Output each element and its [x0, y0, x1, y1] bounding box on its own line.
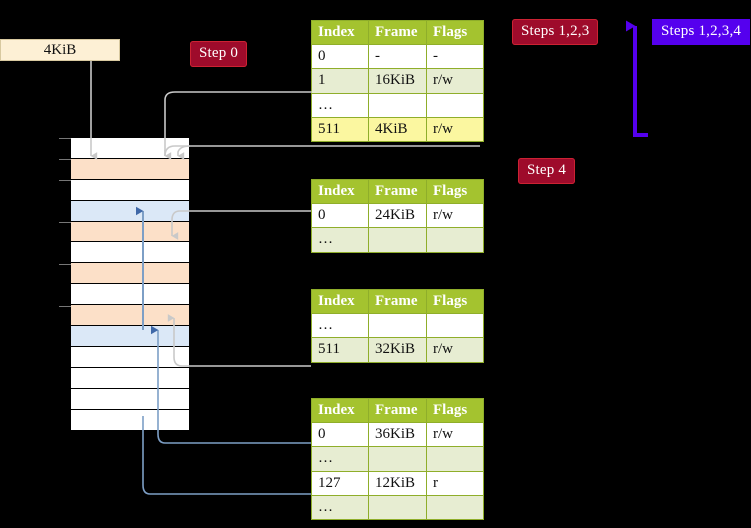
- cell-index: 0: [311, 44, 369, 70]
- cell-index: …: [311, 92, 369, 118]
- column-header-flags: Flags: [426, 178, 484, 205]
- memory-frame: [71, 346, 189, 368]
- cell-frame: 12KiB: [368, 470, 427, 496]
- cell-flags: -: [426, 44, 484, 70]
- memory-frame: [71, 326, 189, 347]
- cell-index: 127: [311, 470, 369, 496]
- memory-frame: [71, 242, 189, 264]
- column-header-index: Index: [311, 178, 369, 205]
- wire-t3-511-to-memory: [167, 314, 311, 367]
- cell-flags: [426, 92, 484, 118]
- table-header-row: Index Frame Flags: [311, 178, 484, 205]
- page-table-level-1: Index Frame Flags 0 - - 1 16KiB r/w … 51…: [311, 19, 484, 142]
- cell-frame: [368, 92, 427, 118]
- table-row[interactable]: …: [311, 494, 484, 520]
- table-header-row: Index Frame Flags: [311, 397, 484, 424]
- physical-memory-column: [70, 137, 190, 431]
- cell-flags: r/w: [426, 68, 484, 94]
- memory-tick: [59, 306, 71, 307]
- table-row[interactable]: …: [311, 227, 484, 253]
- cell-frame: [368, 227, 427, 253]
- cell-index: 0: [311, 203, 369, 229]
- cell-frame: 24KiB: [368, 203, 427, 229]
- memory-frame: [71, 388, 189, 410]
- cell-frame: 36KiB: [368, 422, 427, 448]
- memory-frame: [71, 305, 189, 327]
- memory-frame: [71, 221, 189, 243]
- table-row[interactable]: …: [311, 313, 484, 339]
- cell-flags: r/w: [426, 337, 484, 363]
- memory-frame: [71, 367, 189, 389]
- table-row[interactable]: 0 24KiB r/w: [311, 203, 484, 229]
- cell-frame: [368, 494, 427, 520]
- column-header-index: Index: [311, 19, 369, 46]
- table-row[interactable]: 1 16KiB r/w: [311, 68, 484, 94]
- memory-frame: [71, 179, 189, 201]
- cell-frame: 4KiB: [368, 116, 427, 142]
- cell-index: …: [311, 446, 369, 472]
- table-row[interactable]: …: [311, 92, 484, 118]
- cell-frame: 32KiB: [368, 337, 427, 363]
- cell-frame: 16KiB: [368, 68, 427, 94]
- cell-index: 0: [311, 422, 369, 448]
- table-row-highlighted[interactable]: 511 4KiB r/w: [311, 116, 484, 142]
- table-row[interactable]: 511 32KiB r/w: [311, 337, 484, 363]
- cell-flags: [426, 313, 484, 339]
- memory-frame: [71, 158, 189, 180]
- cell-flags: [426, 494, 484, 520]
- page-size-label: 4KiB: [43, 41, 77, 58]
- column-header-flags: Flags: [426, 288, 484, 315]
- cell-flags: r/w: [426, 116, 484, 142]
- column-header-frame: Frame: [368, 397, 427, 424]
- cell-flags: [426, 227, 484, 253]
- cell-index: 511: [311, 337, 369, 363]
- memory-frame: [71, 409, 189, 431]
- cell-flags: r: [426, 470, 484, 496]
- cell-index: …: [311, 494, 369, 520]
- page-table-level-2: Index Frame Flags 0 24KiB r/w …: [311, 178, 484, 253]
- page-table-level-4: Index Frame Flags 0 36KiB r/w … 127 12Ki…: [311, 397, 484, 520]
- steps-1234-badge: Steps 1,2,3,4: [652, 19, 751, 45]
- page-table-level-3: Index Frame Flags … 511 32KiB r/w: [311, 288, 484, 363]
- cell-flags: r/w: [426, 203, 484, 229]
- wire-steps-bracket: [626, 20, 648, 137]
- memory-frame: [71, 138, 189, 159]
- cell-frame: [368, 313, 427, 339]
- memory-tick: [59, 180, 71, 181]
- table-row[interactable]: …: [311, 446, 484, 472]
- wire-t1-511-out: [164, 145, 480, 157]
- cell-frame: [368, 446, 427, 472]
- memory-tick: [59, 138, 71, 139]
- column-header-frame: Frame: [368, 288, 427, 315]
- column-header-frame: Frame: [368, 19, 427, 46]
- page-size-box: 4KiB: [0, 39, 120, 61]
- column-header-flags: Flags: [426, 397, 484, 424]
- memory-frame: [71, 263, 189, 285]
- steps-123-badge: Steps 1,2,3: [512, 19, 599, 45]
- column-header-index: Index: [311, 288, 369, 315]
- column-header-frame: Frame: [368, 178, 427, 205]
- cell-flags: r/w: [426, 422, 484, 448]
- table-header-row: Index Frame Flags: [311, 19, 484, 46]
- memory-tick: [59, 264, 71, 265]
- column-header-flags: Flags: [426, 19, 484, 46]
- wire-t2-0-to-memory: [171, 210, 311, 240]
- cell-index: …: [311, 313, 369, 339]
- step-0-badge: Step 0: [190, 41, 248, 67]
- cell-index: …: [311, 227, 369, 253]
- table-row[interactable]: 0 36KiB r/w: [311, 422, 484, 448]
- step-4-badge: Step 4: [518, 158, 576, 184]
- table-row[interactable]: 0 - -: [311, 44, 484, 70]
- cell-frame: -: [368, 44, 427, 70]
- column-header-index: Index: [311, 397, 369, 424]
- cell-index: 1: [311, 68, 369, 94]
- memory-tick: [59, 159, 71, 160]
- cell-flags: [426, 446, 484, 472]
- table-header-row: Index Frame Flags: [311, 288, 484, 315]
- memory-frame: [71, 284, 189, 306]
- table-row[interactable]: 127 12KiB r: [311, 470, 484, 496]
- memory-frame: [71, 200, 189, 222]
- memory-tick: [59, 222, 71, 223]
- cell-index: 511: [311, 116, 369, 142]
